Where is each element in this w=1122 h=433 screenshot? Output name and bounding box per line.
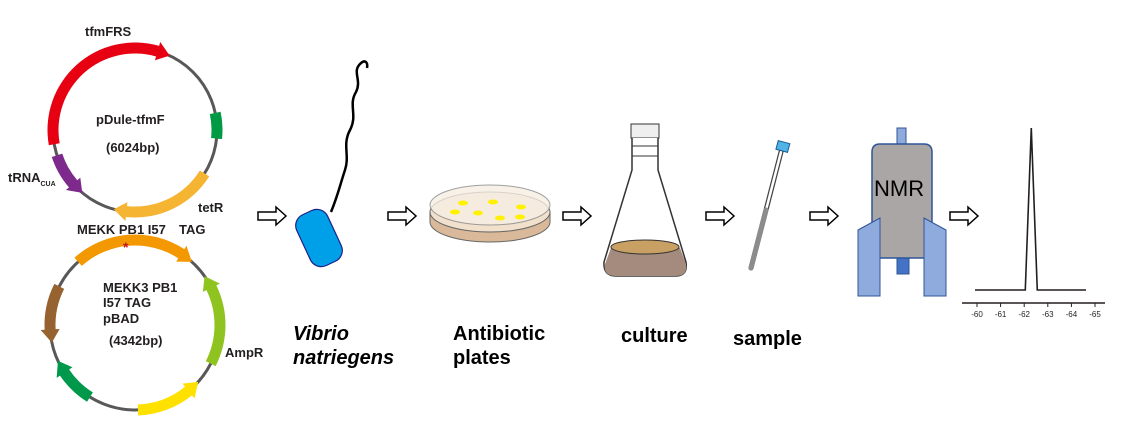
spectrum-line (975, 127, 1086, 291)
label-vibrio-line2: natriegens (293, 347, 394, 369)
gene-arc-yellow (137, 381, 199, 416)
gene-label-tetr: tetR (198, 200, 224, 215)
plasmid-pdule-tfmf: tfmFRS pDule-tfmF (6024bp) tRNACUA tetR (8, 24, 224, 221)
vibrio-bacterium-icon (295, 60, 369, 268)
axis-tick-label: -61 (995, 310, 1007, 319)
plasmid2-name-line1: MEKK3 PB1 (103, 280, 177, 295)
nmr-spectrum: -60 -61 -62 -63 -64 -65 (962, 127, 1105, 319)
petri-dish-icon (429, 184, 551, 243)
plasmid1-name: pDule-tfmF (96, 112, 165, 127)
sample-tube-icon (748, 139, 791, 271)
axis-tick-label: -62 (1018, 310, 1030, 319)
gene-arc-marker (209, 111, 223, 140)
axis-tick-label: -63 (1042, 310, 1054, 319)
plasmid-mekk3-pbad: MEKK PB1 I57 TAG * MEKK3 PB1 I57 TAG pBA… (40, 222, 264, 416)
label-plates-line1: Antibiotic (453, 323, 545, 345)
gene-label-ampr: AmpR (225, 345, 264, 360)
label-vibrio-line1: Vibrio (293, 323, 349, 345)
process-arrow-icon (705, 205, 736, 227)
gene-label-tfmfrs: tfmFRS (85, 24, 132, 39)
gene-arc-green (56, 360, 93, 402)
nmr-spectrometer-icon: NMR (857, 127, 947, 297)
plasmid2-name-line2: I57 TAG (103, 295, 151, 310)
gene-arc-mekk3-insert (74, 234, 192, 266)
process-arrow-icon (809, 205, 840, 227)
mutation-marker: * (123, 239, 129, 255)
insert-label: MEKK PB1 I57 (77, 222, 166, 237)
plasmid2-name-line3: pBAD (103, 311, 139, 326)
process-arrow-icon (562, 205, 593, 227)
gene-arc-tetr (113, 170, 210, 221)
label-sample: sample (733, 328, 802, 350)
insert-tag-label: TAG (179, 222, 205, 237)
culture-flask-icon (603, 123, 688, 277)
label-plates-line2: plates (453, 347, 511, 369)
plasmid1-size: (6024bp) (106, 140, 159, 155)
process-arrow-icon (387, 205, 418, 227)
plasmid2-size: (4342bp) (109, 333, 162, 348)
nmr-label: NMR (874, 176, 924, 201)
gene-arc-brown (40, 283, 65, 343)
process-arrows (257, 205, 980, 227)
gene-arc-ampr (202, 276, 226, 367)
process-arrow-icon (257, 205, 288, 227)
process-arrow-icon (949, 205, 980, 227)
axis-tick-label: -60 (971, 310, 983, 319)
axis-tick-label: -65 (1089, 310, 1101, 319)
gene-label-trna: tRNACUA (8, 170, 56, 188)
axis-tick-label: -64 (1066, 310, 1078, 319)
gene-arc-trna (51, 153, 83, 193)
label-culture: culture (621, 325, 688, 347)
gene-arc-tfmfrs (47, 42, 170, 146)
